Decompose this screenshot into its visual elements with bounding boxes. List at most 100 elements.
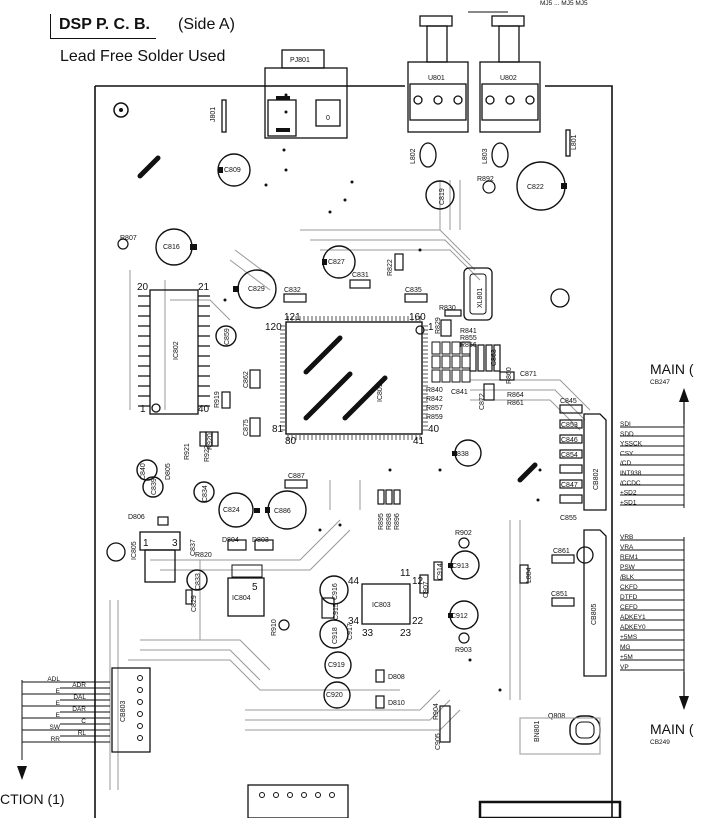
ic804-label: IC804 [232,595,251,602]
ic803-label: IC803 [372,602,391,609]
r860-label: R860 [506,367,513,384]
c863-label: C863 [491,349,498,366]
signal-label: RR [51,736,61,743]
c837-label: C837 [190,539,197,556]
r922-label: R922 [204,445,211,462]
signal-label: VRA [620,544,634,551]
r829-label: R829 [435,317,442,334]
svg-text:40: 40 [198,404,210,415]
r898-label: R898 [386,513,393,530]
c847-label: C847 [561,482,578,489]
l803-coil [491,142,509,168]
c846-label: C846 [561,437,578,444]
signal-label: CEFD [620,604,638,611]
c816-label: C816 [163,244,180,251]
r-array [431,341,471,383]
signal-label: SDD [620,431,634,438]
l802-label: L802 [410,148,417,164]
c859-label: C859 [224,328,231,345]
svg-text:40: 40 [428,424,440,435]
lead-free-note: Lead Free Solder Used [60,48,226,65]
r861-label: R861 [507,400,524,407]
d810-label: D810 [388,700,405,707]
j801-label: J801 [210,107,217,122]
r830-label: R830 [439,305,456,312]
c853-label: C853 [561,422,578,429]
c838-label: C838 [452,451,469,458]
c840-label: C840 [140,463,147,480]
svg-text:1: 1 [140,404,146,415]
svg-text:160: 160 [409,312,426,323]
r895-label: R895 [378,513,385,530]
d806-label: D806 [128,514,145,521]
l804-label: L804 [526,567,533,583]
bottom-right-block [478,800,622,818]
d808-label: D808 [388,674,405,681]
ic805-label: IC805 [131,541,138,560]
xl801-crystal [463,267,493,321]
mount-hole-r [550,288,570,308]
c913-label: C913 [452,563,469,570]
signal-label: YSSCK [620,441,643,448]
signal-label: +5MS [620,634,638,641]
r910-label: R910 [271,619,278,636]
pj801-jack [264,49,348,139]
svg-text:41: 41 [413,436,425,447]
ic801-label: IC801 [377,383,384,402]
svg-text:121: 121 [284,312,301,323]
r902-label: R902 [455,530,472,537]
ic802-label: IC802 [173,341,180,360]
u801-switch [407,15,469,133]
c917-label: C917 [347,623,354,640]
c914-label: C914 [437,563,444,580]
pcb-traces [109,180,591,790]
q808 [569,715,601,745]
signal-label: CSY [620,450,634,457]
signal-label: E [56,712,61,719]
signal-label: VRB [620,534,633,541]
c824-label: C824 [223,507,240,514]
r807-label: R807 [120,235,137,242]
c829b-label: C829 [191,595,198,612]
r857-label: R857 [426,405,443,412]
svg-text:23: 23 [400,628,412,639]
c887-label: C887 [288,473,305,480]
c872-label: C872 [479,393,486,410]
signal-label: /CCDC [620,480,641,487]
c919-label: C919 [328,662,345,669]
signal-label: +5M [620,654,633,661]
c871-label: C871 [520,371,537,378]
r864-label: R864 [507,392,524,399]
topright-fragment: MJ5 ... MJ5 MJ5 [540,0,588,7]
svg-text:120: 120 [265,322,282,333]
r820-label: R820 [195,552,212,559]
signal-label: E [56,688,61,695]
cb247-bracket [620,424,685,508]
signal-label: INT938 [620,470,642,477]
c845-label: C845 [560,398,577,405]
svg-text:1: 1 [143,538,149,549]
signal-label: REM1 [620,554,638,561]
c916-label: C916 [332,583,339,600]
c862-label: C862 [243,371,250,388]
cb803-label: CB803 [120,700,127,722]
c841-label: C841 [451,389,468,396]
r841-label: R841 [460,328,477,335]
c809-label: C809 [224,167,241,174]
svg-text:5: 5 [252,582,258,593]
c834-label: C834 [202,485,209,502]
c831-label: C831 [352,272,369,279]
signal-label: C [81,718,86,725]
ic804-chip [227,577,265,617]
svg-text:33: 33 [362,628,374,639]
main-bottom-label: MAIN ( [650,721,694,737]
signal-label: VP [620,664,629,671]
r896-label: R896 [394,513,401,530]
signal-label: DAR [72,706,86,713]
c912-label: C912 [451,613,468,620]
mount-hole-tl [113,102,129,118]
c822-label: C822 [527,184,544,191]
svg-text:22: 22 [412,616,424,627]
signal-label: ADL [47,676,60,683]
